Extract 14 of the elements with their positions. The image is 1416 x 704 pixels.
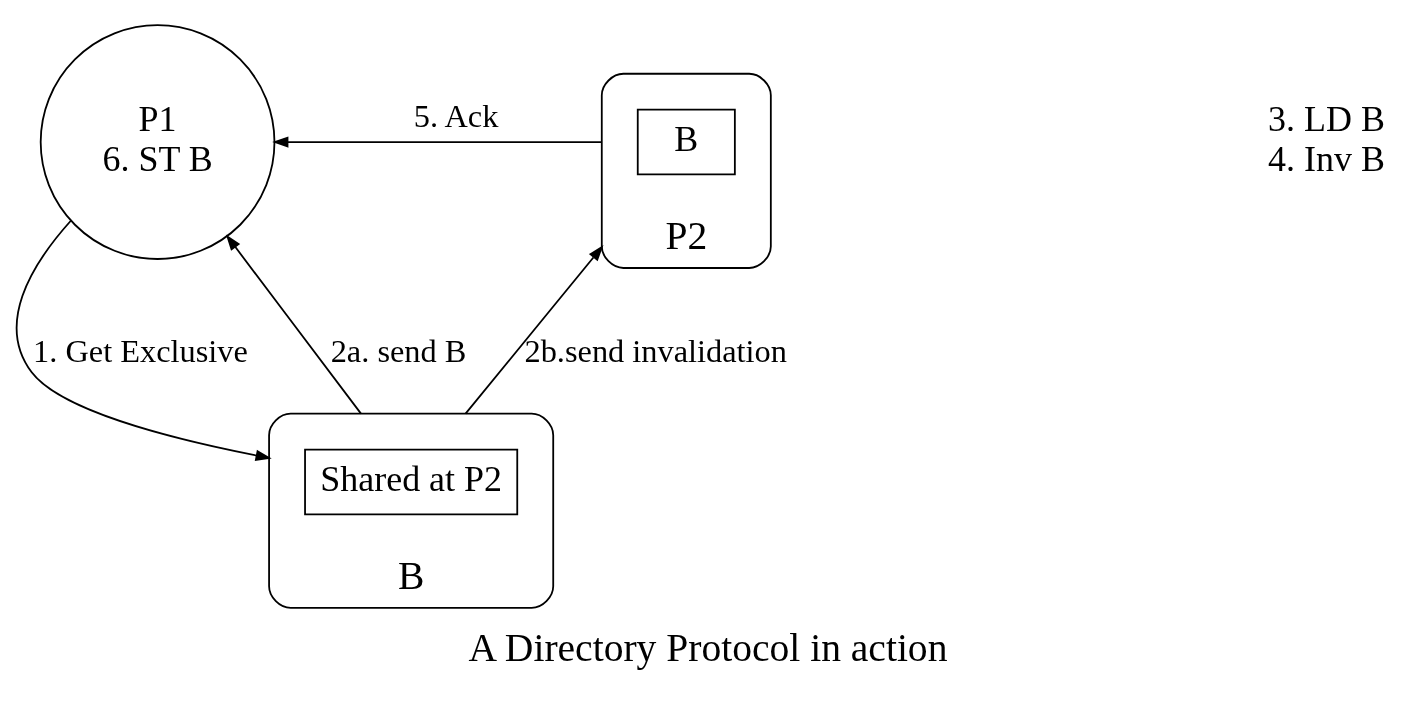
- arrow: [225, 234, 362, 415]
- edge-label: 5. Ack: [413, 97, 499, 134]
- edge-label: 2b.send invalidation: [524, 332, 787, 369]
- edge-label: 1. Get Exclusive: [33, 332, 248, 369]
- arrow: [464, 244, 604, 415]
- edge-label: 2a. send B: [330, 332, 467, 369]
- node-label: 3. LD B: [1268, 98, 1385, 139]
- arrow: [15, 219, 272, 461]
- node-circle: P1 6. ST B: [39, 23, 276, 260]
- diagram-title: A Directory Protocol in action: [468, 625, 948, 670]
- node-box: B: [636, 108, 736, 175]
- node-label: 4. Inv B: [1268, 138, 1385, 179]
- node-box: Shared at P2: [304, 448, 519, 515]
- arrow: [272, 135, 603, 148]
